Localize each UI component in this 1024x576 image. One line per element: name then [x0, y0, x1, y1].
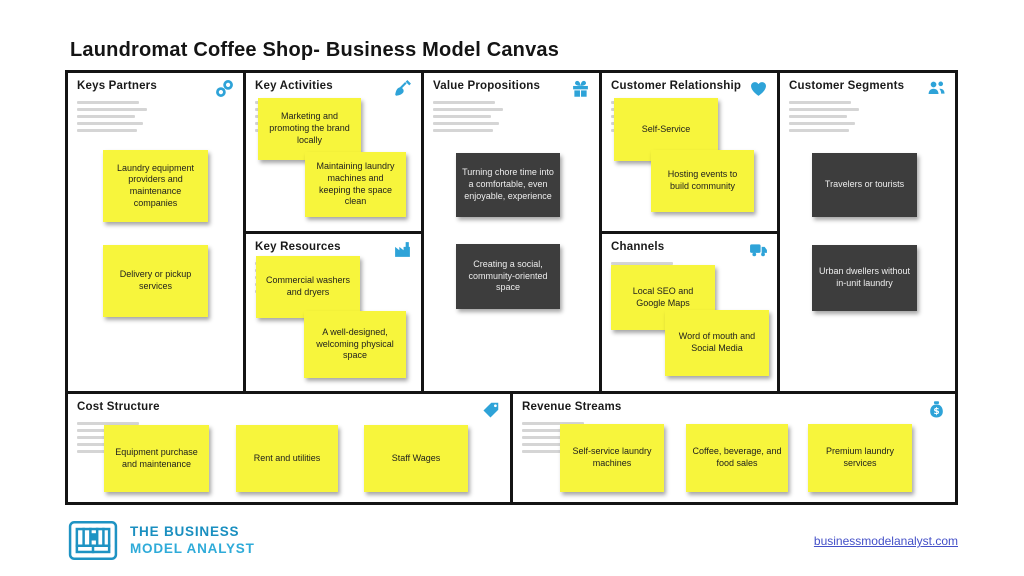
shovel-icon [393, 79, 412, 98]
section-revenue-streams: Revenue Streams $ Self-service laundry m… [513, 394, 955, 502]
key-resources-title: Key Resources [255, 241, 341, 253]
bmc-logo-icon [68, 519, 118, 562]
placeholder-text-lines [77, 101, 149, 132]
section-value-propositions: Value Propositions Turning chore time in… [424, 73, 599, 391]
placeholder-text-lines [789, 101, 861, 132]
money-bag-icon: $ [927, 400, 946, 419]
customer-relationship-title: Customer Relationship [611, 80, 742, 92]
key-activities-note-2: Maintaining laundry machines and keeping… [305, 152, 406, 217]
customer-segments-note-2: Urban dwellers without in-unit laundry [812, 245, 917, 311]
footer-logo: THE BUSINESS MODEL ANALYST [68, 519, 255, 562]
page-title: Laundromat Coffee Shop- Business Model C… [70, 39, 560, 62]
cost-structure-note-1: Equipment purchase and maintenance [104, 425, 209, 492]
gift-icon [571, 79, 590, 98]
cost-structure-note-2: Rent and utilities [236, 425, 338, 492]
value-propositions-note-2: Creating a social, community-oriented sp… [456, 244, 560, 309]
section-key-activities: Key Activities Marketing and promoting t… [246, 73, 421, 231]
section-customer-relationship: Customer Relationship Self-Service Hosti… [602, 73, 777, 231]
business-model-canvas: Keys Partners Laundry equipment provider… [65, 70, 958, 505]
chain-link-icon [215, 79, 234, 98]
key-resources-note-2: A well-designed, welcoming physical spac… [304, 311, 406, 378]
key-activities-title: Key Activities [255, 80, 333, 92]
section-key-partners: Keys Partners Laundry equipment provider… [68, 73, 243, 391]
section-cost-structure: Cost Structure Equipment purchase and ma… [68, 394, 510, 502]
key-partners-note-2: Delivery or pickup services [103, 245, 208, 317]
key-partners-note-1: Laundry equipment providers and maintena… [103, 150, 208, 222]
revenue-streams-note-3: Premium laundry services [808, 424, 912, 492]
cost-structure-title: Cost Structure [77, 401, 160, 413]
channels-title: Channels [611, 241, 665, 253]
key-activities-note-1: Marketing and promoting the brand locall… [258, 98, 361, 160]
customer-segments-title: Customer Segments [789, 80, 905, 92]
value-propositions-note-1: Turning chore time into a comfortable, e… [456, 153, 560, 217]
key-resources-note-1: Commercial washers and dryers [256, 256, 360, 318]
heart-icon [749, 79, 768, 98]
section-customer-segments: Customer Segments Travelers or tourists … [780, 73, 955, 391]
revenue-streams-note-2: Coffee, beverage, and food sales [686, 424, 788, 492]
price-tag-icon [482, 400, 501, 419]
website-link[interactable]: businessmodelanalyst.com [813, 534, 958, 548]
customer-segments-note-1: Travelers or tourists [812, 153, 917, 217]
revenue-streams-note-1: Self-service laundry machines [560, 424, 664, 492]
key-partners-title: Keys Partners [77, 80, 157, 92]
logo-text-line-1: THE BUSINESS [130, 523, 240, 539]
section-channels: Channels Local SEO and Google Maps Word … [602, 234, 777, 391]
factory-icon [393, 240, 412, 259]
placeholder-text-lines [433, 101, 505, 132]
cost-structure-note-3: Staff Wages [364, 425, 468, 492]
people-icon [927, 79, 946, 98]
svg-text:$: $ [933, 407, 939, 417]
placeholder-text-lines [522, 422, 594, 453]
channels-note-2: Word of mouth and Social Media [665, 310, 769, 376]
revenue-streams-title: Revenue Streams [522, 401, 622, 413]
section-key-resources: Key Resources Commercial washers and dry… [246, 234, 421, 391]
value-propositions-title: Value Propositions [433, 80, 541, 92]
truck-icon [749, 240, 768, 259]
customer-relationship-note-2: Hosting events to build community [651, 150, 754, 212]
logo-text-line-2: MODEL ANALYST [130, 540, 255, 556]
